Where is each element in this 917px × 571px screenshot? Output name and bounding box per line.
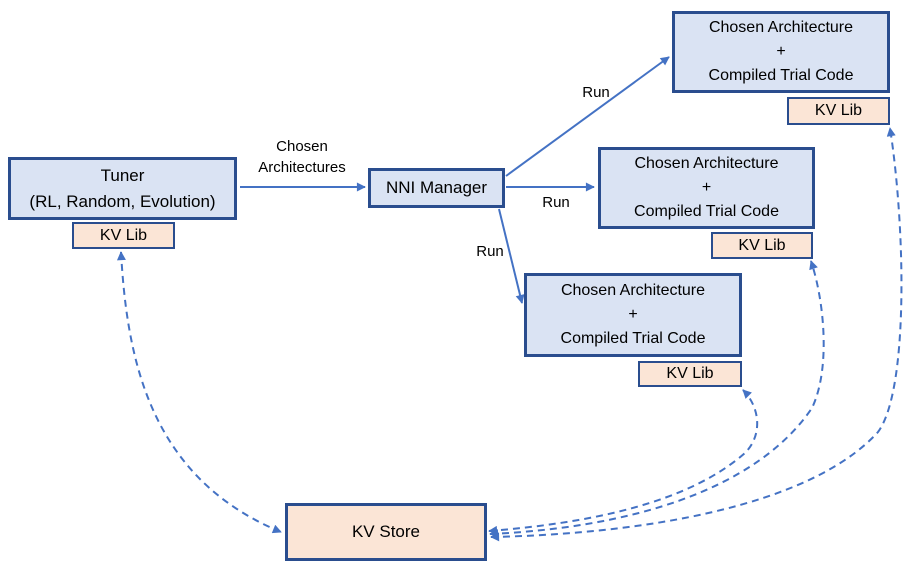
tuner-node: Tuner (RL, Random, Evolution) (8, 157, 237, 220)
trial-3-kv-lib-label: KV Lib (666, 365, 714, 382)
trial-3-kv-lib-node: KV Lib (638, 361, 742, 387)
tuner-kv-lib-label: KV Lib (99, 226, 148, 244)
tuner-label-line1: Tuner (100, 165, 145, 185)
kv-store-label: KV Store (351, 522, 421, 541)
edge-label-run-2: Run (542, 194, 570, 211)
trial-node-1: Chosen Architecture + Compiled Trial Cod… (672, 11, 890, 93)
trial-1-kv-lib-label: KV Lib (814, 102, 863, 119)
edge-kvstore-to-trial3-kvlib (488, 389, 759, 535)
trial-2-line2: + (701, 179, 712, 196)
trial-1-line1: Chosen Architecture (708, 19, 854, 36)
edge-tuner-kvlib-to-kvstore (116, 251, 282, 534)
trial-2-kv-lib-node: KV Lib (711, 232, 813, 259)
edge-kvstore-to-trial1-kvlib (490, 127, 903, 542)
tuner-label-line2: (RL, Random, Evolution) (29, 191, 216, 211)
trial-3-line3: Compiled Trial Code (560, 330, 706, 347)
edge-label-chosen-architectures: Chosen Architectures (238, 136, 366, 178)
trial-1-kv-lib-node: KV Lib (787, 97, 890, 125)
trial-2-line1: Chosen Architecture (634, 155, 779, 172)
trial-2-kv-lib-label: KV Lib (738, 236, 786, 254)
trial-2-line3: Compiled Trial Code (634, 203, 779, 220)
nni-manager-label: NNI Manager (385, 178, 488, 197)
trial-3-line2: + (628, 306, 638, 323)
edge-label-run-3: Run (476, 243, 504, 260)
chosen-architectures-line1: Chosen (276, 138, 328, 155)
trial-node-2: Chosen Architecture + Compiled Trial Cod… (598, 147, 815, 229)
tuner-kv-lib-node: KV Lib (72, 222, 175, 249)
nni-manager-node: NNI Manager (368, 168, 505, 208)
trial-node-3: Chosen Architecture + Compiled Trial Cod… (524, 273, 742, 357)
trial-1-line2: + (776, 43, 786, 60)
edge-label-run-1: Run (582, 84, 610, 101)
trial-1-line3: Compiled Trial Code (708, 67, 854, 84)
chosen-architectures-line2: Architectures (258, 159, 346, 176)
kv-store-node: KV Store (285, 503, 487, 561)
trial-3-line1: Chosen Architecture (560, 282, 706, 299)
